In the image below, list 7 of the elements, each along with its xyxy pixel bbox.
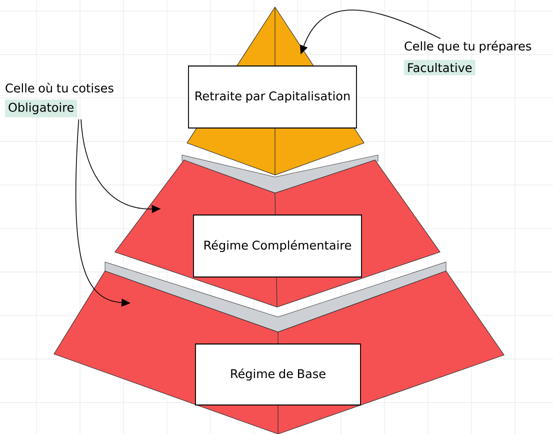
- text-box: Régime de Base: [195, 344, 361, 406]
- highlighted-tag: Obligatoire: [5, 100, 78, 118]
- highlighted-tag: Facultative: [404, 60, 476, 76]
- annotation-text: Celle où tu cotises: [6, 82, 114, 93]
- text-box: Retraite par Capitalisation: [188, 66, 357, 128]
- text-box: Régime Complémentaire: [193, 214, 362, 278]
- annotation-text: Celle que tu prépares: [404, 40, 532, 53]
